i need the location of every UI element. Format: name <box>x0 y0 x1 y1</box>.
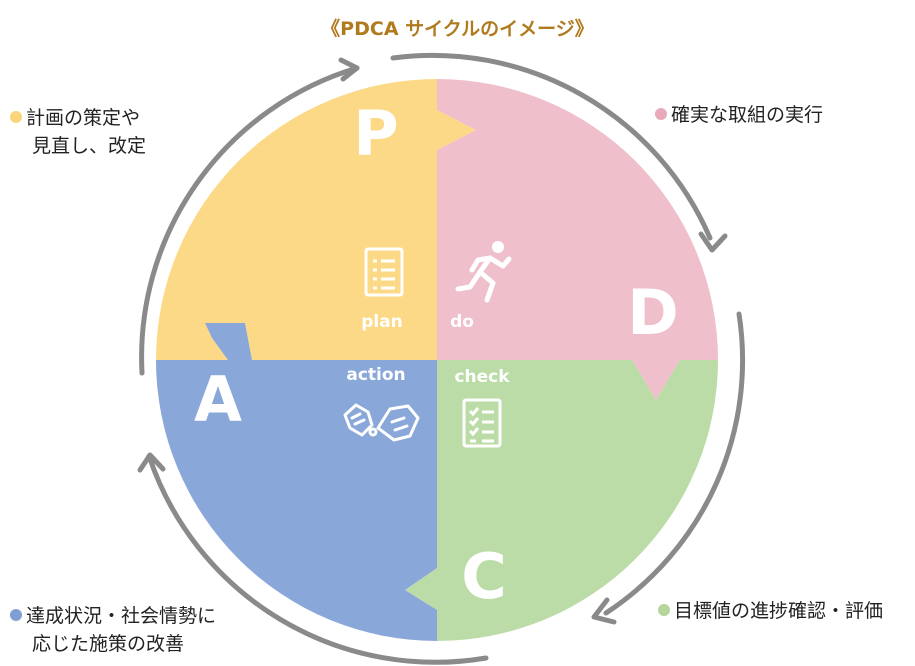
note-check: 目標値の進捗確認・評価 <box>658 597 883 625</box>
action-bullet <box>10 609 22 621</box>
letter-a: A <box>194 363 242 436</box>
label-check: check <box>454 367 510 387</box>
do-bullet <box>655 108 667 120</box>
cycle-arrows <box>139 52 746 665</box>
quadrant-plan <box>156 79 476 360</box>
quadrants <box>156 79 718 641</box>
handshake-icon <box>343 403 420 442</box>
note-plan-line2: 見直し、改定 <box>32 135 147 157</box>
plan-bullet <box>10 111 22 123</box>
check-bullet <box>658 604 670 616</box>
running-person-icon <box>455 241 512 303</box>
diagram-title: 《PDCA サイクルのイメージ》 <box>321 18 594 40</box>
label-plan: plan <box>361 312 403 332</box>
note-do: 確実な取組の実行 <box>655 101 823 129</box>
note-action-line2: 応じた施策の改善 <box>32 633 185 655</box>
cycle-arrow-right <box>603 311 746 616</box>
quadrant-check <box>405 360 718 641</box>
arrowhead-top-right <box>698 231 728 253</box>
note-check-line1: 目標値の進捗確認・評価 <box>674 600 884 622</box>
cycle-arrow-top <box>390 52 713 241</box>
note-plan: 計画の策定や 見直し、改定 <box>10 104 146 160</box>
letter-p: P <box>353 97 398 170</box>
quadrant-do <box>437 79 718 400</box>
letter-c: C <box>461 540 507 613</box>
note-action: 達成状況・社会情勢に 応じた施策の改善 <box>10 602 216 658</box>
label-do: do <box>450 312 474 332</box>
note-do-line1: 確実な取組の実行 <box>671 104 824 126</box>
check-checklist-icon <box>462 398 502 448</box>
arrowhead-bottom-right <box>591 597 617 625</box>
label-action: action <box>346 365 405 385</box>
cycle-arrowheads <box>137 57 728 625</box>
note-action-line1: 達成状況・社会情勢に <box>26 605 217 627</box>
arrowhead-top-left <box>338 57 360 82</box>
letter-d: D <box>627 276 678 349</box>
arrowhead-bottom-left <box>137 452 166 473</box>
note-plan-line1: 計画の策定や <box>26 107 141 129</box>
cycle-arrow-bottom <box>146 453 489 665</box>
cycle-arrow-left <box>139 65 360 376</box>
plan-checklist-icon <box>364 247 404 297</box>
